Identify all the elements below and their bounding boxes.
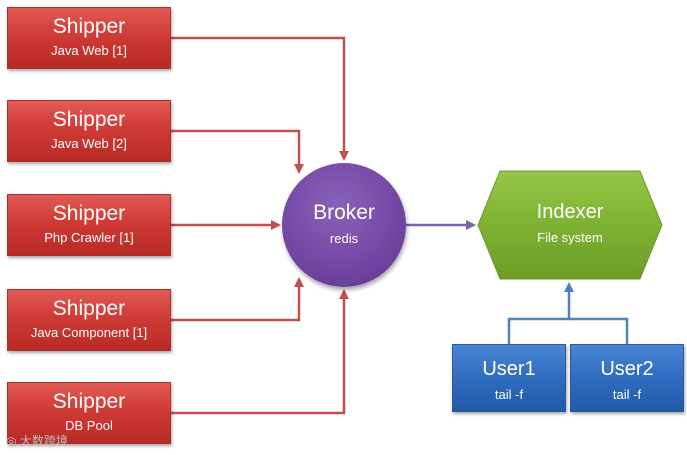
shipper-node-db-pool: Shipper DB Pool [7, 382, 171, 444]
broker-node: Broker redis [282, 163, 406, 287]
shipper-node-php-crawler: Shipper Php Crawler [1] [7, 194, 171, 256]
user-subtitle: tail -f [494, 387, 524, 402]
shipper-subtitle: Php Crawler [1] [44, 230, 134, 245]
arrow-user2-indexer [569, 317, 629, 344]
shipper-title: Shipper [52, 15, 126, 38]
shipper-subtitle: Java Web [1] [51, 43, 127, 58]
arrow-shipper5-broker [171, 289, 349, 415]
user-node-1: User1 tail -f [452, 344, 566, 412]
shipper-subtitle: Java Web [2] [51, 136, 127, 151]
indexer-node: Indexer File system [478, 200, 662, 246]
arrow-shipper2-broker [171, 129, 304, 174]
broker-title: Broker [313, 201, 375, 224]
arrow-user1-indexer [507, 282, 574, 344]
broker-subtitle: redis [329, 231, 359, 246]
watermark-logo-icon: ◎ [6, 434, 20, 448]
shipper-title: Shipper [52, 297, 126, 320]
shipper-subtitle: Java Component [1] [30, 325, 148, 340]
indexer-title: Indexer [536, 201, 604, 223]
shipper-node-java-component: Shipper Java Component [1] [7, 289, 171, 351]
user-node-2: User2 tail -f [570, 344, 684, 412]
arrow-shipper4-broker [171, 277, 304, 322]
watermark: ◎ 大数跨境 [6, 432, 68, 449]
watermark-text: 大数跨境 [19, 434, 68, 448]
user-subtitle: tail -f [612, 387, 642, 402]
arrow-shipper1-broker [171, 36, 349, 161]
indexer-subtitle: File system [537, 230, 603, 245]
indexer-hexagon [477, 170, 663, 280]
user-title: User2 [600, 358, 654, 380]
shipper-title: Shipper [52, 202, 126, 225]
shipper-node-java-web-1: Shipper Java Web [1] [7, 7, 171, 69]
user-title: User1 [482, 358, 536, 380]
shipper-node-java-web-2: Shipper Java Web [2] [7, 100, 171, 162]
shipper-title: Shipper [52, 390, 126, 413]
shipper-title: Shipper [52, 108, 126, 131]
shipper-subtitle: DB Pool [65, 418, 113, 433]
